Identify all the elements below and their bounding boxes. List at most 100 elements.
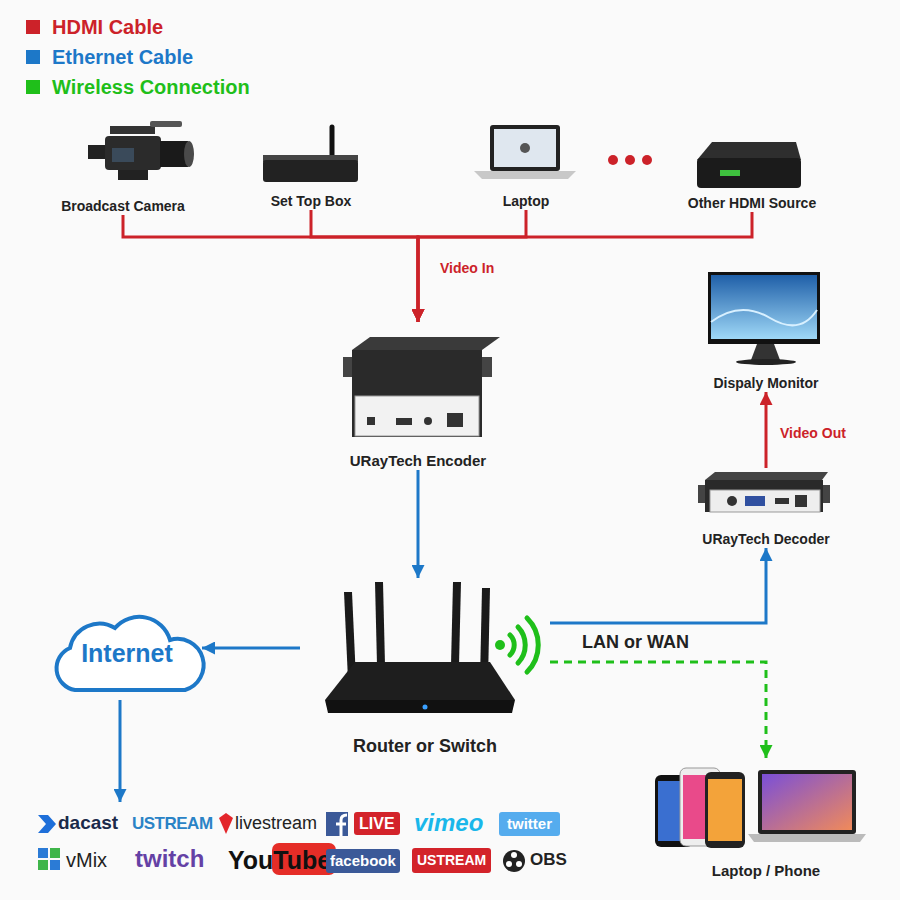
platform-logo: facebook [326, 849, 400, 873]
legend-entry: Wireless Connection [26, 75, 250, 99]
media-box-icon [720, 170, 740, 176]
internet-cloud [57, 617, 204, 690]
ellipsis-dots [608, 155, 618, 165]
node-caption: Router or Switch [353, 736, 497, 758]
wireless-waves [527, 618, 538, 672]
camera-icon [160, 141, 188, 167]
platform-logo-icons [516, 861, 522, 867]
platform-logo: livestream [235, 813, 317, 835]
platform-logo-icons [336, 815, 347, 836]
node-caption: Internet [81, 638, 173, 668]
media-box-icon [697, 142, 801, 160]
decoder-icon [710, 490, 820, 512]
encoder-icon [352, 337, 500, 350]
wireless-waves [495, 640, 505, 650]
platform-logo: twitch [135, 845, 204, 874]
source-device: Broadcast Camera [48, 115, 198, 215]
platform-logo: dacast [58, 812, 118, 835]
decoder-icon [745, 496, 765, 506]
client-device: Laptop / Phone [656, 758, 876, 880]
platform-logo-icons [50, 848, 60, 858]
ellipsis-dots [642, 155, 652, 165]
platform-logo-icons [326, 812, 348, 836]
platform-logo: YouTube [228, 845, 331, 875]
legend-swatch [26, 80, 40, 94]
router-icon [375, 582, 385, 665]
node-caption: Laptop / Phone [712, 862, 820, 880]
connector-label: LAN or WAN [580, 632, 691, 654]
phones-laptop-icon [655, 768, 866, 848]
ellipsis-dots [625, 155, 635, 165]
router-icon [451, 582, 461, 665]
platform-logo: USTREAM [412, 848, 491, 873]
laptop-icon [490, 125, 560, 171]
router-icon [325, 662, 515, 700]
media-box-icon [697, 158, 801, 188]
phones-laptop-icon [762, 774, 852, 830]
camera-icon [105, 136, 161, 170]
connector-label: Video Out [778, 425, 848, 442]
node-caption: Broadcast Camera [61, 198, 185, 215]
laptop-icon [474, 125, 576, 179]
monitor-icon [711, 310, 817, 325]
router-device: Router or Switch [300, 578, 550, 758]
platform-logo-icons [38, 815, 56, 833]
cloud-node: Internet [52, 612, 202, 694]
legend-swatch [26, 50, 40, 64]
encoder-icon [367, 417, 375, 425]
cable-connector [550, 662, 766, 758]
encoder-icon [343, 337, 500, 437]
phones-laptop-icon [758, 770, 856, 834]
monitor-icon [708, 272, 820, 365]
set-top-box-icon [263, 160, 358, 182]
wireless-waves [495, 618, 538, 672]
internet-to-platforms-arrow [119, 700, 122, 802]
source-device: Set Top Box [251, 115, 371, 210]
laptop-icon [494, 129, 556, 167]
phones-laptop-icon [708, 779, 742, 841]
cable-connector [418, 212, 752, 322]
platform-logo-icons [219, 813, 233, 834]
encoder-icon [424, 417, 432, 425]
monitor-icon [711, 275, 817, 339]
internet-cloud [57, 617, 204, 690]
monitor-icon [736, 359, 796, 365]
node-caption: Laptop [503, 193, 550, 210]
wireless-waves [518, 627, 525, 663]
legend-text: Wireless Connection [52, 75, 250, 99]
node-caption: URayTech Decoder [702, 531, 829, 548]
legend-text: HDMI Cable [52, 15, 163, 39]
camera-icon [184, 141, 194, 167]
internet-to-platforms-arrow [120, 700, 121, 802]
camera-icon [112, 148, 134, 162]
source-device: Laptop [466, 115, 586, 210]
media-box-icon [697, 142, 801, 188]
phones-laptop-icon [748, 834, 866, 842]
laptop-icon [520, 143, 530, 153]
laptop-icon [474, 171, 576, 179]
cable-connector [123, 215, 418, 322]
platform-logo-icons [38, 848, 48, 858]
platform-logo-icons [50, 860, 60, 870]
platform-logo: OBS [530, 850, 567, 870]
platform-logo: twitter [499, 812, 560, 836]
node-caption: Other HDMI Source [688, 195, 816, 212]
camera-icon [118, 170, 148, 180]
connector-label: Video In [438, 260, 496, 277]
decoder-icon [795, 495, 807, 507]
cable-connector [202, 647, 300, 650]
camera-icon [150, 121, 182, 127]
platform-logo-icons [503, 850, 525, 872]
legend-text: Ethernet Cable [52, 45, 193, 69]
encoder-device: URayTech Encoder [333, 322, 503, 470]
encoder-icon [355, 396, 479, 436]
ellipsis-dots [608, 155, 652, 165]
cable-connector [418, 210, 526, 322]
encoder-icon [447, 413, 463, 427]
display-device: Dispaly Monitor [696, 268, 836, 392]
node-caption: Dispaly Monitor [713, 375, 818, 392]
legend-swatch [26, 20, 40, 34]
cable-connector [550, 548, 766, 623]
